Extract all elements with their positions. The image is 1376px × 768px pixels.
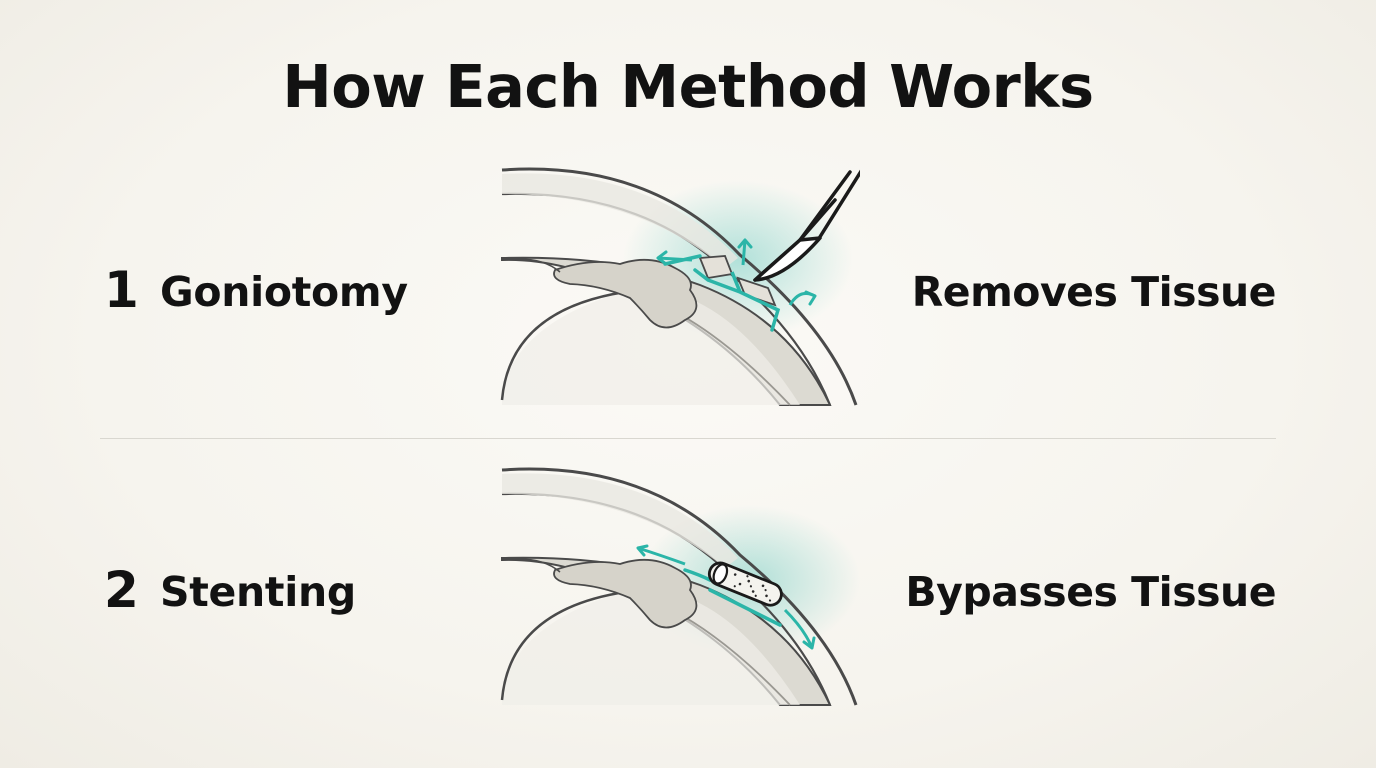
trabecular-tissue <box>553 258 698 329</box>
step-number: 2 <box>104 561 139 619</box>
outer-wall-line <box>501 167 858 406</box>
page-title: How Each Method Works <box>282 52 1094 121</box>
method-row-goniotomy: 1 Goniotomy <box>0 160 1376 410</box>
flow-arrow <box>783 608 814 649</box>
tissue-edge <box>501 558 561 573</box>
step-number: 1 <box>104 261 139 319</box>
method-row-stenting: 2 Stenting <box>0 460 1376 710</box>
wall-fill <box>502 173 738 268</box>
step-label: Stenting <box>160 568 356 616</box>
stent-icon <box>707 561 783 607</box>
outer-wall-line <box>501 467 858 706</box>
lens-outline <box>500 290 626 401</box>
lens-fill <box>502 589 800 705</box>
wall-fill <box>502 473 738 568</box>
arrow-head <box>636 544 649 557</box>
arrow-head <box>656 250 668 266</box>
step-effect: Removes Tissue <box>911 268 1277 316</box>
trabecular-tissue <box>553 558 698 629</box>
scalpel-icon <box>753 169 860 282</box>
stenting-illustration <box>500 467 860 706</box>
step-label: Goniotomy <box>160 268 408 316</box>
step-effect: Bypasses Tissue <box>905 568 1276 616</box>
lens-fill <box>502 289 800 405</box>
arrow-head <box>802 636 816 650</box>
lens-outline <box>500 590 626 701</box>
cut-line <box>730 271 742 293</box>
tissue-edge <box>501 258 561 273</box>
goniotomy-illustration <box>500 167 860 406</box>
excised-segment <box>736 276 777 307</box>
canal-line <box>683 568 782 627</box>
flow-arrow <box>657 256 693 262</box>
arrow-head <box>804 290 817 306</box>
flow-arrow <box>637 546 686 566</box>
section-divider <box>100 438 1276 439</box>
arrow-head <box>737 238 753 249</box>
flow-arrow <box>741 239 747 266</box>
